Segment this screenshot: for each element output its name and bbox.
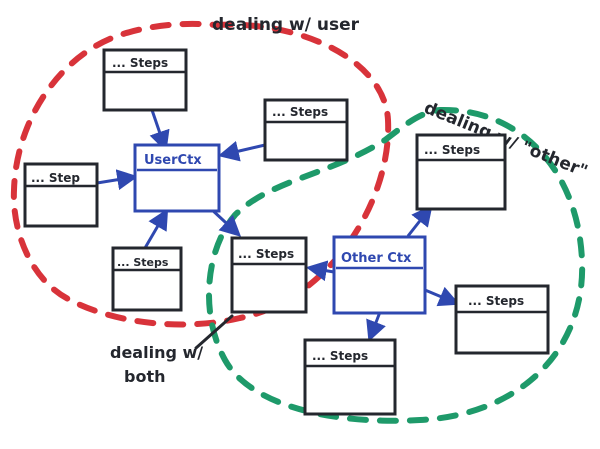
box-other-ctx-label: Other Ctx — [341, 251, 412, 266]
box-steps-other-right-label: ... Steps — [468, 294, 524, 308]
box-other-ctx: Other Ctx — [332, 235, 427, 315]
box-steps-top-label: ... Steps — [112, 56, 168, 70]
box-steps-right-user-label: ... Steps — [272, 105, 328, 119]
box-steps-top: ... Steps — [102, 48, 188, 112]
other-region-outline — [206, 106, 586, 424]
box-steps-bottom-left: ... Steps — [111, 246, 183, 312]
box-user-ctx-label: UserCtx — [144, 153, 202, 168]
box-steps-bottom-left-label: ... Steps — [117, 256, 169, 269]
box-steps-other-bottom: ... Steps — [303, 338, 397, 416]
box-step-left: ... Step — [23, 162, 99, 228]
both-region-pointer — [194, 314, 234, 350]
arrow-steps-bottom-left-to-userctx — [143, 208, 169, 249]
both-region-label-line2: both — [124, 367, 165, 386]
arrow-otherctx-to-steps-other-right — [424, 286, 460, 307]
arrow-step-left-to-userctx — [96, 169, 139, 191]
box-steps-shared: ... Steps — [230, 236, 308, 314]
arrow-otherctx-to-steps-other-top — [406, 204, 433, 237]
user-region-outline — [10, 20, 392, 328]
box-steps-right-user: ... Steps — [263, 98, 349, 162]
box-steps-other-right: ... Steps — [454, 284, 550, 355]
box-steps-other-top-label: ... Steps — [424, 143, 480, 157]
arrow-otherctx-to-steps-shared — [305, 260, 335, 282]
arrow-steps-top-to-userctx — [149, 109, 170, 152]
both-region-label-line1: dealing w/ — [110, 343, 203, 362]
user-region-label: dealing w/ user — [212, 15, 360, 35]
box-steps-shared-label: ... Steps — [238, 247, 294, 261]
box-steps-other-bottom-label: ... Steps — [312, 349, 368, 363]
arrow-otherctx-to-steps-other-bottom — [366, 311, 386, 342]
box-step-left-label: ... Step — [31, 171, 80, 185]
box-steps-other-top: ... Steps — [415, 133, 507, 211]
box-user-ctx: UserCtx — [133, 143, 221, 213]
arrow-steps-right-to-userctx — [217, 140, 266, 162]
